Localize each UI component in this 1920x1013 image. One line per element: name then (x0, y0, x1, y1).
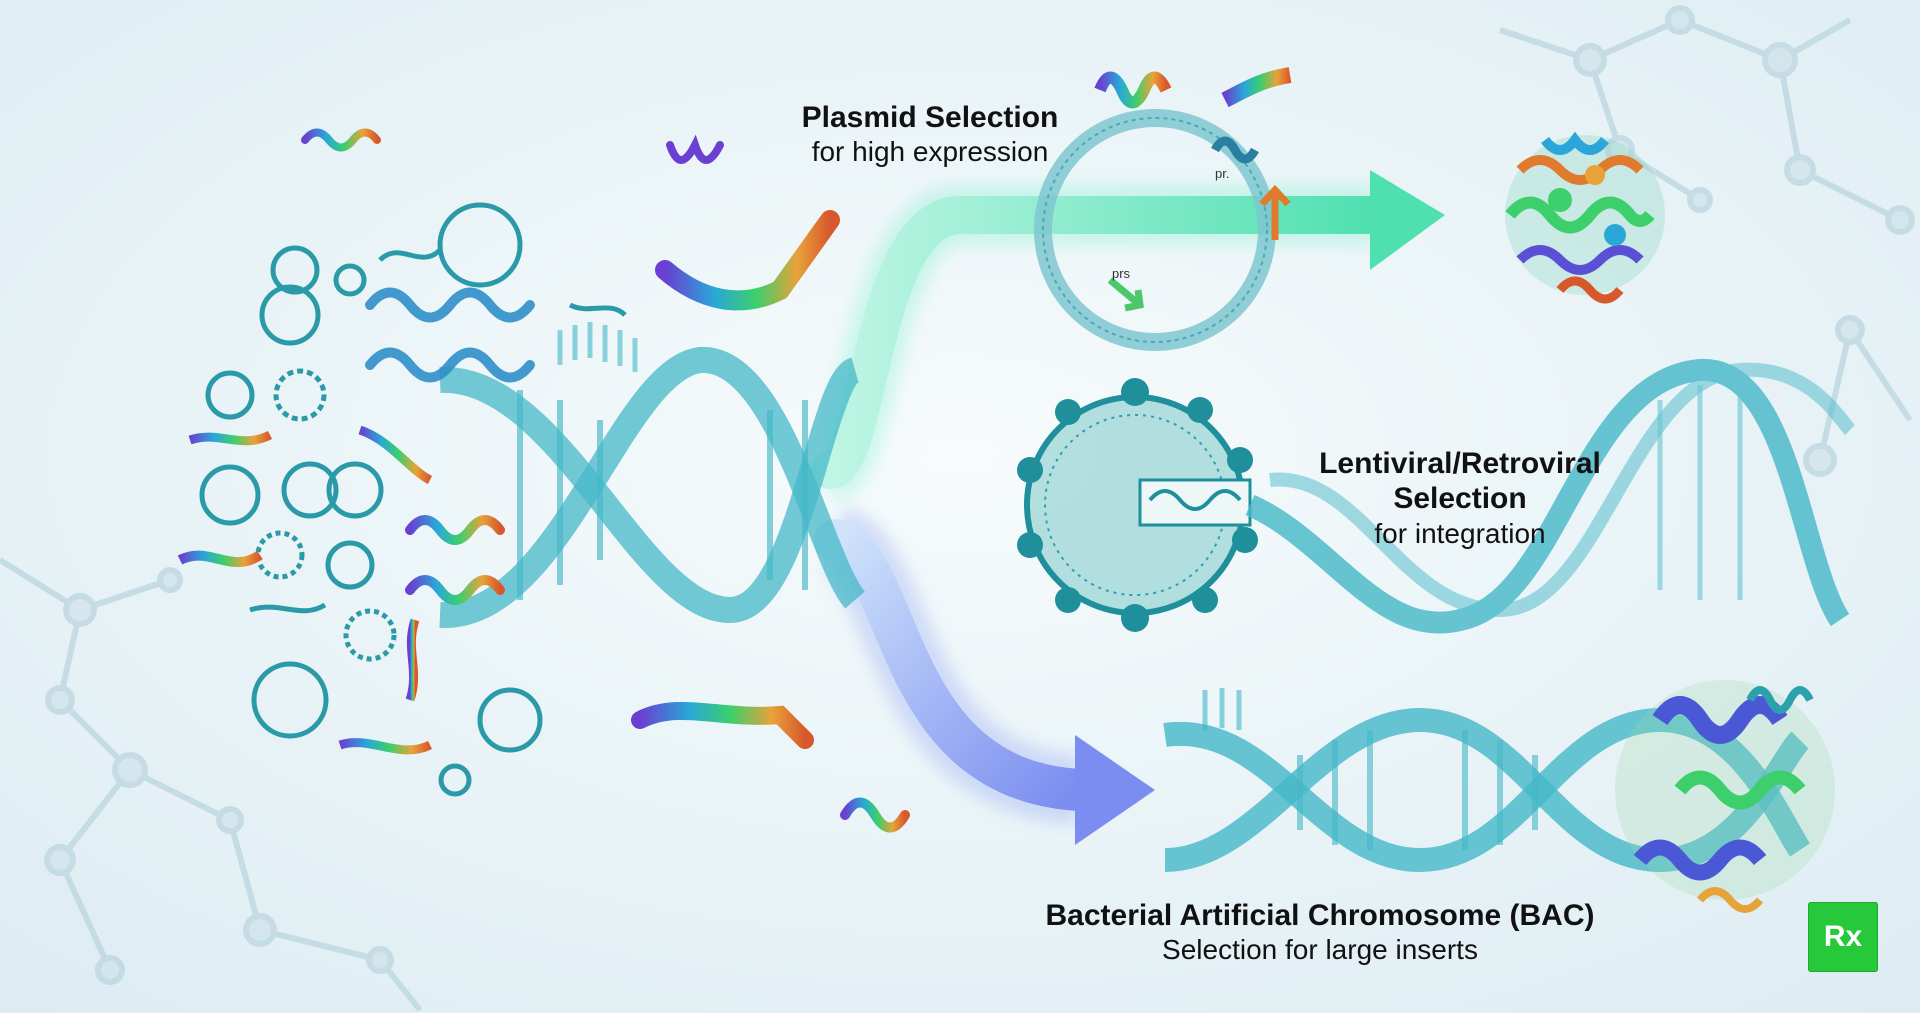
dna-helix-integrated (1245, 359, 1856, 634)
molecule-network-decor (0, 5, 1915, 1012)
plasmid-selection-subtitle: for high expression (811, 136, 1049, 168)
lentiviral-selection-title-line2: Selection (1393, 482, 1527, 516)
lentiviral-selection-title-line1: Lentiviral/Retroviral (1319, 447, 1601, 480)
plasmid-arrow (811, 170, 1445, 500)
dna-helix-bac (1163, 688, 1811, 873)
bac-selection-label: Bacterial Artificial Chromosome (BAC) Se… (1000, 898, 1640, 966)
bac-selection-title: Bacterial Artificial Chromosome (BAC) (1045, 899, 1595, 932)
plasmid-selection-label: Plasmid Selection for high expression (760, 100, 1100, 168)
molecule-soup (177, 202, 627, 797)
plasmid-marker-top: pr. (1215, 166, 1229, 181)
lentiviral-selection-label: Lentiviral/Retroviral Selection for inte… (1290, 446, 1630, 550)
protein-cluster (1505, 131, 1665, 304)
plasmid-marker-bottom: prs (1112, 266, 1131, 281)
virus-particle (1017, 378, 1258, 632)
plasmid-ring (1034, 67, 1292, 351)
lentiviral-selection-subtitle: for integration (1374, 517, 1546, 549)
protein-ribbons (301, 128, 910, 833)
bac-arrow (814, 506, 1155, 845)
rx-badge: Rx (1808, 902, 1878, 972)
bac-protein (1615, 680, 1835, 913)
dna-helix-central (439, 322, 866, 629)
plasmid-selection-title: Plasmid Selection (801, 101, 1059, 134)
bac-selection-subtitle: Selection for large inserts (1162, 934, 1478, 966)
